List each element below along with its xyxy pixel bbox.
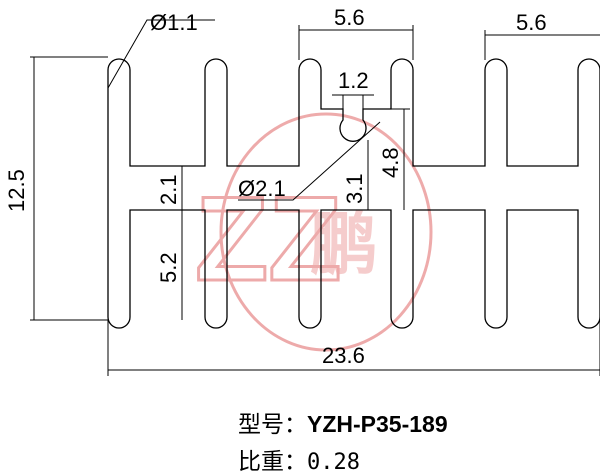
weight-value: 0.28 <box>307 450 360 475</box>
fin-tip-diameter-label: Ø1.1 <box>150 10 198 35</box>
weight-caption: 比重：0.28 <box>238 442 360 476</box>
slot-width-label: 1.2 <box>338 68 369 93</box>
hole-center-height-label: 3.1 <box>342 173 367 204</box>
overall-width-label: 23.6 <box>322 343 365 368</box>
hole-diameter-label: Ø2.1 <box>238 176 286 201</box>
model-caption: 型号：YZH-P35-189 <box>238 405 448 439</box>
slot-depth-label: 4.8 <box>378 147 403 178</box>
model-value: YZH-P35-189 <box>307 411 448 437</box>
watermark-letters: ZZ <box>195 172 342 306</box>
fin-pitch-right-label: 5.6 <box>516 10 547 35</box>
fin-pitch-center-label: 5.6 <box>334 5 365 30</box>
lower-fin-height-label: 5.2 <box>156 252 181 283</box>
watermark-cjk: 鹏 <box>310 206 378 285</box>
weight-label: 比重： <box>238 448 307 474</box>
base-thickness-label: 2.1 <box>156 174 181 205</box>
overall-height-label: 12.5 <box>4 169 29 212</box>
dimension-lines <box>30 19 600 376</box>
heatsink-outline <box>107 58 600 329</box>
model-label: 型号： <box>238 411 307 437</box>
